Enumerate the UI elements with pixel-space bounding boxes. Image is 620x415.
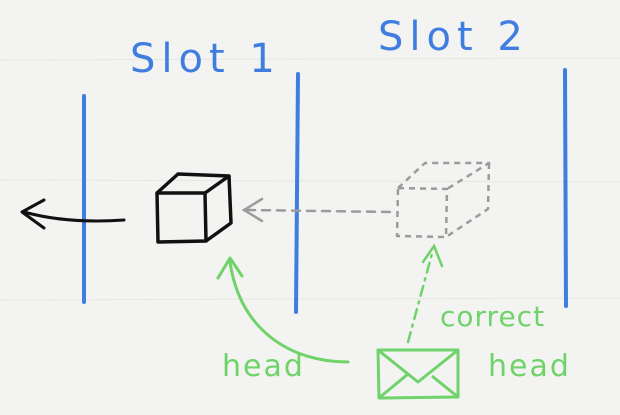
move-arrow [241, 197, 392, 223]
correct-label: correct [440, 300, 545, 333]
cube-icon [155, 172, 233, 244]
head-arrow [216, 256, 350, 364]
envelope-icon [376, 348, 460, 400]
head-label-left: head [222, 349, 305, 384]
paper-texture [0, 57, 620, 301]
slot-2-right-boundary [563, 68, 568, 308]
correct-arrow [406, 243, 444, 344]
slot-boundaries [82, 68, 568, 314]
slot-1-right-boundary [294, 72, 300, 314]
cube-outline-icon [395, 161, 491, 239]
head-label-right: head [488, 349, 571, 384]
slot-2-label: Slot 2 [378, 14, 529, 60]
exit-arrow [20, 198, 126, 230]
slot-1-label: Slot 1 [130, 36, 281, 82]
